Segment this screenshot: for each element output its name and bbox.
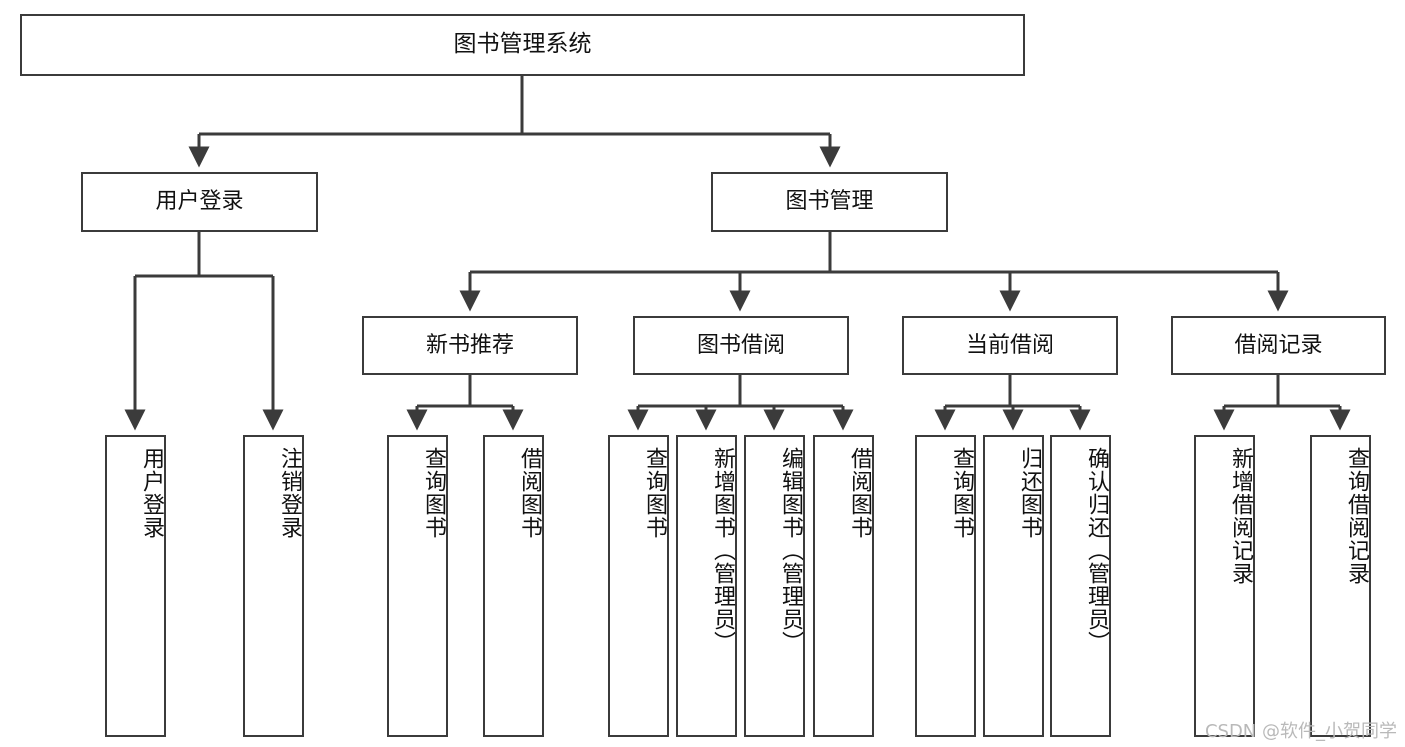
leaf-current-borrow-return-books[interactable]: 归还图书 [983, 435, 1044, 737]
leaf-new-book-borrow-books[interactable]: 借阅图书 [483, 435, 544, 737]
leaf-borrow-record-add-record[interactable]: 新增借阅记录 [1194, 435, 1255, 737]
node-book-management[interactable]: 图书管理 [711, 172, 948, 232]
node-root-label: 图书管理系统 [453, 31, 592, 58]
leaf-book-borrow-edit-book-admin[interactable]: 编辑图书（管理员） [744, 435, 805, 737]
node-new-book-recommend-label: 新书推荐 [425, 332, 514, 358]
leaf-user-login-signout[interactable]: 注销登录 [243, 435, 304, 737]
leaf-current-borrow-query-books[interactable]: 查询图书 [915, 435, 976, 737]
leaf-label: 归还图书 [1017, 447, 1042, 539]
leaf-book-borrow-query-books[interactable]: 查询图书 [608, 435, 669, 737]
leaf-borrow-record-query-record[interactable]: 查询借阅记录 [1310, 435, 1371, 737]
leaf-label: 用户登录 [139, 447, 164, 539]
leaf-label: 查询图书 [642, 447, 667, 539]
leaf-label: 注销登录 [277, 447, 302, 539]
leaf-label: 借阅图书 [517, 447, 542, 539]
leaf-label: 编辑图书（管理员） [778, 447, 803, 654]
node-borrow-record[interactable]: 借阅记录 [1171, 316, 1386, 375]
leaf-label: 借阅图书 [847, 447, 872, 539]
node-new-book-recommend[interactable]: 新书推荐 [362, 316, 578, 375]
node-book-management-label: 图书管理 [785, 189, 874, 215]
leaf-label: 新增借阅记录 [1228, 447, 1253, 585]
node-current-borrow[interactable]: 当前借阅 [902, 316, 1118, 375]
node-current-borrow-label: 当前借阅 [965, 332, 1054, 358]
node-book-borrow[interactable]: 图书借阅 [633, 316, 849, 375]
leaf-new-book-query-books[interactable]: 查询图书 [387, 435, 448, 737]
leaf-book-borrow-borrow-books[interactable]: 借阅图书 [813, 435, 874, 737]
leaf-label: 新增图书（管理员） [710, 447, 735, 654]
leaf-label: 查询图书 [421, 447, 446, 539]
leaf-label: 确认归还（管理员） [1084, 447, 1109, 654]
node-user-login[interactable]: 用户登录 [81, 172, 318, 232]
node-book-borrow-label: 图书借阅 [696, 332, 785, 358]
leaf-user-login-signin[interactable]: 用户登录 [105, 435, 166, 737]
node-user-login-label: 用户登录 [155, 189, 244, 215]
node-root-book-management-system[interactable]: 图书管理系统 [20, 14, 1025, 76]
leaf-label: 查询图书 [949, 447, 974, 539]
watermark: CSDN @软件_小贺同学 [1204, 721, 1397, 742]
leaf-label: 查询借阅记录 [1344, 447, 1369, 585]
node-borrow-record-label: 借阅记录 [1234, 332, 1323, 358]
leaf-book-borrow-add-book-admin[interactable]: 新增图书（管理员） [676, 435, 737, 737]
leaf-current-borrow-confirm-return-admin[interactable]: 确认归还（管理员） [1050, 435, 1111, 737]
